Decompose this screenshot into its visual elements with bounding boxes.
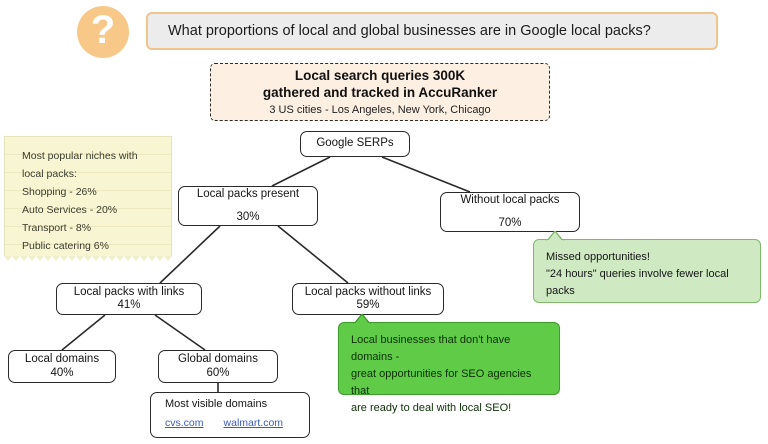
summary-line-2: gathered and tracked in AccuRanker	[262, 85, 498, 100]
callout-missed-opportunities: Missed opportunities! "24 hours" queries…	[533, 231, 761, 303]
node-value: 30%	[236, 210, 260, 223]
note-torn-edge	[4, 256, 172, 261]
node-value: 60%	[206, 366, 230, 379]
node-google-serps[interactable]: Google SERPs	[300, 131, 410, 157]
callout-no-domains: Local businesses that don't have domains…	[338, 314, 560, 414]
node-local-packs-with-links[interactable]: Local packs with links 41%	[56, 283, 202, 315]
callout-line: Missed opportunities!	[546, 251, 650, 263]
node-without-local-packs[interactable]: Without local packs 70%	[440, 192, 580, 232]
node-label: Local packs with links	[73, 285, 185, 298]
node-local-packs-without-links[interactable]: Local packs without links 59%	[292, 283, 444, 315]
callout-line: Local businesses that don't have	[351, 334, 511, 346]
callout-line: "24 hours" queries involve fewer local	[546, 268, 729, 280]
node-local-packs-present[interactable]: Local packs present 30%	[178, 186, 318, 226]
summary-line-3: 3 US cities - Los Angeles, New York, Chi…	[269, 103, 491, 116]
node-label: Local packs without links	[304, 285, 432, 298]
node-label: Local packs present	[196, 188, 300, 201]
callout-line: great opportunities for SEO agencies tha…	[351, 368, 532, 397]
callout-tail-icon	[353, 314, 371, 324]
niches-note: Most popular niches with local packs: Sh…	[4, 136, 172, 256]
page-title: What proportions of local and global bus…	[168, 23, 651, 39]
node-label: Most visible domains	[165, 398, 268, 410]
node-value: 41%	[117, 299, 141, 311]
node-label: Global domains	[178, 353, 258, 366]
note-line: Public catering 6%	[22, 240, 109, 252]
node-label: Google SERPs	[316, 137, 394, 150]
callout-tail-icon	[546, 231, 564, 241]
note-line: local packs:	[22, 168, 77, 180]
node-label: Local domains	[24, 353, 100, 366]
node-value: 59%	[356, 299, 380, 311]
node-value: 40%	[50, 366, 74, 379]
node-local-domains[interactable]: Local domains 40%	[8, 350, 116, 383]
summary-line-1: Local search queries 300K	[294, 68, 466, 84]
callout-line: packs	[546, 285, 575, 297]
note-line: Transport - 8%	[22, 222, 92, 234]
link-walmart[interactable]: walmart.com	[223, 417, 284, 429]
callout-line: domains -	[351, 351, 400, 363]
callout-line: are ready to deal with local SEO!	[351, 402, 512, 414]
node-label: Without local packs	[460, 194, 560, 207]
note-line: Auto Services - 20%	[22, 204, 118, 216]
link-cvs[interactable]: cvs.com	[165, 417, 204, 429]
note-line: Shopping - 26%	[22, 186, 97, 198]
note-line: Most popular niches with	[22, 150, 138, 162]
node-value: 70%	[498, 216, 522, 229]
question-mark-glyph: ?	[90, 8, 116, 52]
summary-box: Local search queries 300K gathered and t…	[210, 63, 550, 121]
node-most-visible-domains[interactable]: Most visible domains cvs.com walmart.com	[150, 392, 310, 438]
question-mark-icon: ?	[77, 6, 129, 58]
domain-links: cvs.com walmart.com	[165, 417, 309, 429]
node-global-domains[interactable]: Global domains 60%	[158, 350, 278, 383]
question-banner: What proportions of local and global bus…	[146, 12, 718, 50]
